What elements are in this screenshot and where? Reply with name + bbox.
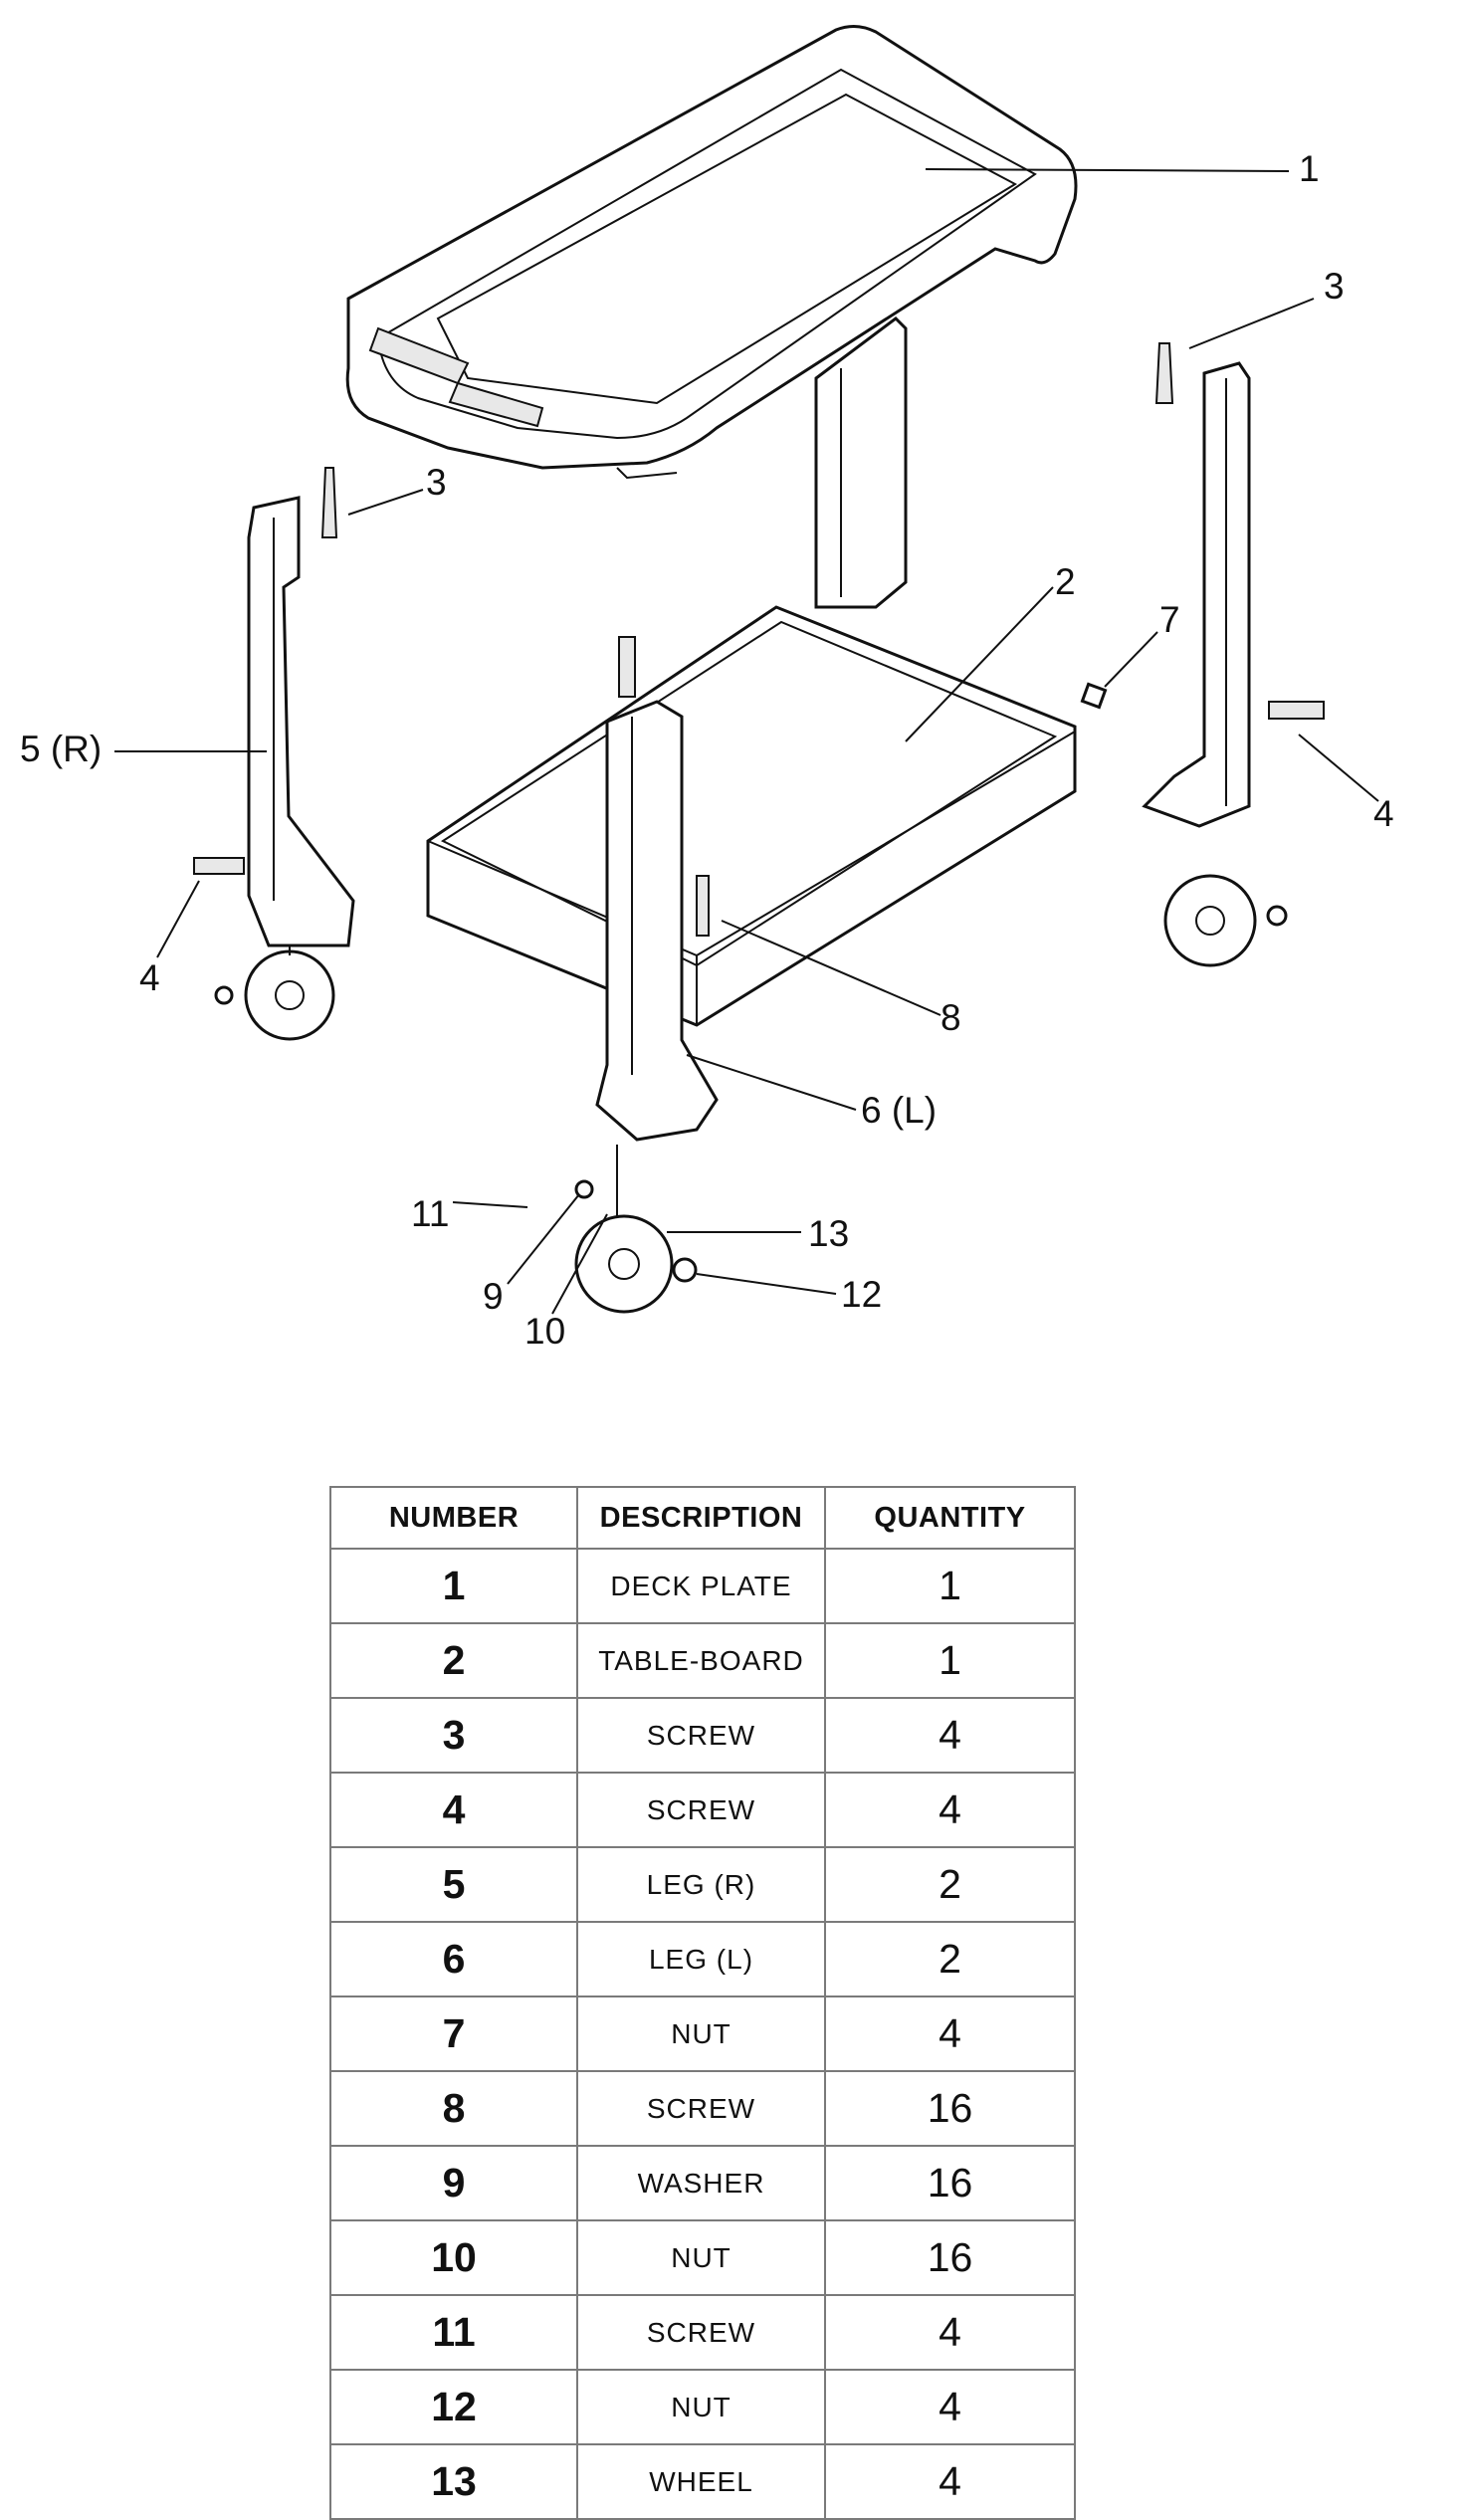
- part-quantity: 4: [824, 1995, 1076, 2072]
- callout-8: 8: [941, 997, 961, 1038]
- header-number: NUMBER: [329, 1486, 578, 1550]
- part-description: NUT: [576, 1995, 826, 2072]
- part-number: 11: [329, 2294, 578, 2371]
- part-description: SCREW: [576, 2070, 826, 2147]
- part-description: NUT: [576, 2219, 826, 2296]
- part-description: WASHER: [576, 2145, 826, 2221]
- part-description: TABLE-BOARD: [576, 1622, 826, 1699]
- callout-4-left: 4: [139, 957, 160, 998]
- table-header-row: NUMBER DESCRIPTION QUANTITY: [329, 1486, 1076, 1550]
- callout-9: 9: [483, 1276, 504, 1317]
- part-description: LEG (R): [576, 1846, 826, 1923]
- leg-right-part: [244, 496, 355, 1041]
- callout-12: 12: [841, 1274, 882, 1315]
- deck-plate-part: [345, 25, 1078, 480]
- part-quantity: 4: [824, 2294, 1076, 2371]
- header-description: DESCRIPTION: [576, 1486, 826, 1550]
- header-quantity: QUANTITY: [824, 1486, 1076, 1550]
- part-description: DECK PLATE: [576, 1548, 826, 1624]
- part-quantity: 4: [824, 1697, 1076, 1774]
- part-number: 6: [329, 1921, 578, 1997]
- part-quantity: 1: [824, 1548, 1076, 1624]
- part-number: 7: [329, 1995, 578, 2072]
- part-number: 1: [329, 1548, 578, 1624]
- part-number: 4: [329, 1772, 578, 1848]
- part-quantity: 1: [824, 1622, 1076, 1699]
- part-number: 9: [329, 2145, 578, 2221]
- part-number: 3: [329, 1697, 578, 1774]
- part-quantity: 4: [824, 1772, 1076, 1848]
- part-quantity: 16: [824, 2219, 1076, 2296]
- part-description: SCREW: [576, 1772, 826, 1848]
- part-number: 8: [329, 2070, 578, 2147]
- callout-13: 13: [808, 1213, 849, 1254]
- callout-2: 2: [1055, 561, 1076, 602]
- callout-3-left: 3: [426, 462, 447, 503]
- part-number: 5: [329, 1846, 578, 1923]
- part-quantity: 16: [824, 2145, 1076, 2221]
- nut-parts: [214, 682, 1288, 1283]
- part-number: 10: [329, 2219, 578, 2296]
- callout-6-l: 6 (L): [861, 1090, 937, 1131]
- screw-parts: [193, 342, 1325, 937]
- callout-11: 11: [411, 1193, 449, 1234]
- leg-left-part: [574, 700, 719, 1314]
- part-description: WHEEL: [576, 2443, 826, 2520]
- part-quantity: 4: [824, 2443, 1076, 2520]
- part-quantity: 4: [824, 2369, 1076, 2445]
- part-number: 12: [329, 2369, 578, 2445]
- part-description: NUT: [576, 2369, 826, 2445]
- callout-5-r: 5 (R): [20, 729, 102, 769]
- rear-leg-part: [814, 316, 908, 609]
- part-quantity: 2: [824, 1921, 1076, 1997]
- part-number: 2: [329, 1622, 578, 1699]
- callout-7: 7: [1159, 599, 1180, 640]
- exploded-assembly-diagram: 1 2 3 3 4 4 5 (R) 6 (L) 7 8 9 10 11 12 1…: [20, 25, 1394, 1352]
- part-description: SCREW: [576, 2294, 826, 2371]
- leg-far-right-part: [1142, 361, 1257, 967]
- part-number: 13: [329, 2443, 578, 2520]
- callout-4-right: 4: [1373, 793, 1394, 834]
- part-description: LEG (L): [576, 1921, 826, 1997]
- callout-3-right: 3: [1324, 266, 1345, 307]
- part-description: SCREW: [576, 1697, 826, 1774]
- part-quantity: 2: [824, 1846, 1076, 1923]
- callout-1: 1: [1299, 148, 1320, 189]
- part-quantity: 16: [824, 2070, 1076, 2147]
- leader-lines: [114, 168, 1379, 1315]
- table-board-part: [426, 605, 1077, 1027]
- callout-10: 10: [524, 1311, 565, 1352]
